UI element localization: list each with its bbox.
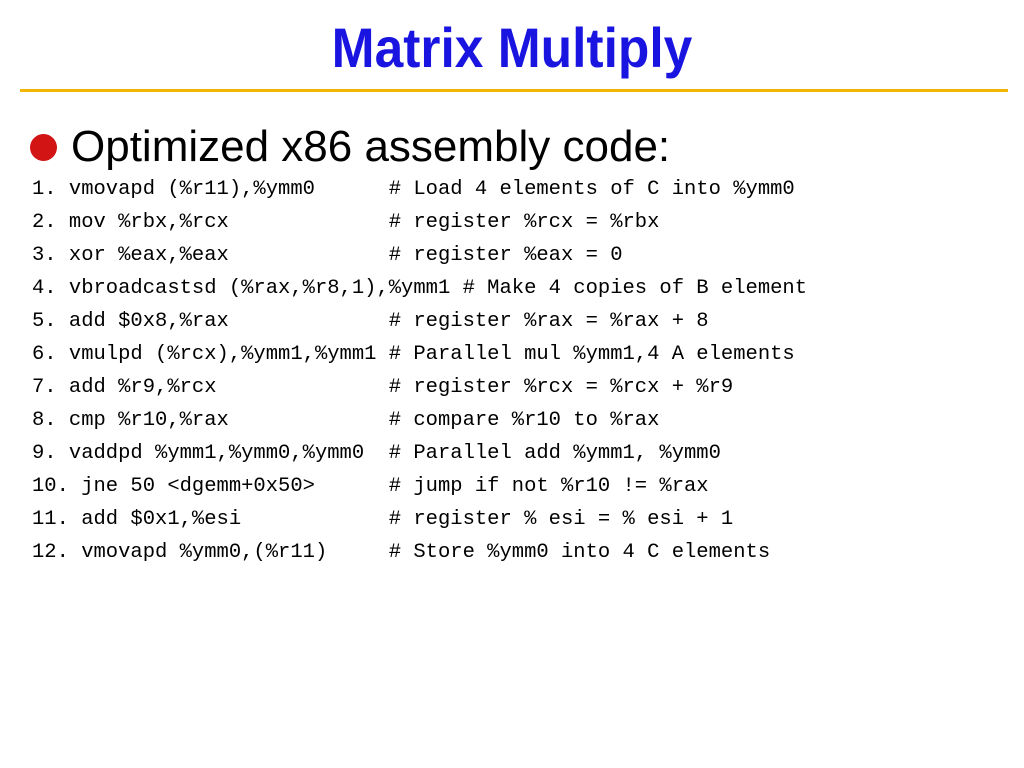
bullet-text: Optimized x86 assembly code: — [71, 122, 671, 171]
code-line: 3. xor %eax,%eax # register %eax = 0 — [32, 244, 623, 267]
code-line: 4. vbroadcastsd (%rax,%r8,1),%ymm1 # Mak… — [32, 277, 808, 300]
slide-title: Matrix Multiply — [331, 16, 693, 79]
code-line: 5. add $0x8,%rax # register %rax = %rax … — [32, 310, 709, 333]
bullet-dot-icon — [30, 133, 57, 161]
bullet-item: Optimized x86 assembly code: — [30, 120, 670, 174]
code-line: 1. vmovapd (%r11),%ymm0 # Load 4 element… — [32, 178, 795, 201]
code-line: 11. add $0x1,%esi # register % esi = % e… — [32, 508, 734, 531]
code-line: 9. vaddpd %ymm1,%ymm0,%ymm0 # Parallel a… — [32, 442, 721, 465]
code-line: 2. mov %rbx,%rcx # register %rcx = %rbx — [32, 211, 660, 234]
code-line: 7. add %r9,%rcx # register %rcx = %rcx +… — [32, 376, 734, 399]
code-line: 6. vmulpd (%rcx),%ymm1,%ymm1 # Parallel … — [32, 343, 795, 366]
code-line: 12. vmovapd %ymm0,(%r11) # Store %ymm0 i… — [32, 541, 771, 564]
title-divider — [20, 89, 1008, 92]
code-block: 1. vmovapd (%r11),%ymm0 # Load 4 element… — [32, 173, 807, 569]
code-line: 8. cmp %r10,%rax # compare %r10 to %rax — [32, 409, 660, 432]
code-line: 10. jne 50 <dgemm+0x50> # jump if not %r… — [32, 475, 709, 498]
